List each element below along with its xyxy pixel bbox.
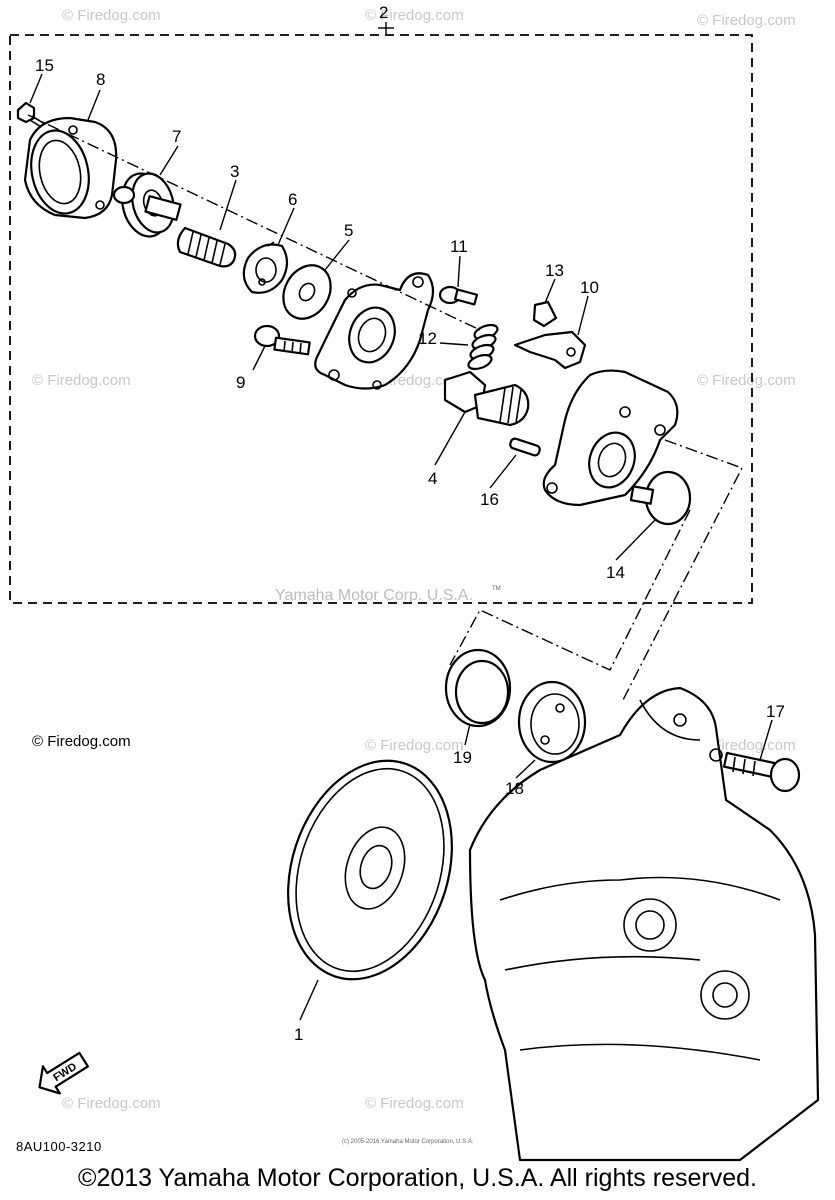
part-shaft-4 xyxy=(443,370,530,427)
watermark-tm: TM xyxy=(492,586,501,592)
part-bolt-17 xyxy=(722,751,801,793)
part-shaft-3 xyxy=(176,226,237,268)
callout-group: 2 15 8 7 3 6 5 11 13 10 12 9 4 16 14 19 … xyxy=(35,3,785,1044)
part-screw-11 xyxy=(438,285,479,306)
alignment-line xyxy=(449,509,691,671)
callout-15: 15 xyxy=(35,56,54,75)
watermark-site: © Firedog.com xyxy=(62,1095,161,1112)
watermark-site: © Firedog.com xyxy=(365,737,464,754)
diagram-code: 8AU100-3210 xyxy=(16,1139,102,1154)
callout-9: 9 xyxy=(236,373,245,392)
part-cover-8 xyxy=(23,116,118,220)
assembly-frame xyxy=(9,34,753,604)
fwd-arrow-icon: FWD xyxy=(38,1051,89,1095)
watermark-site: © Firedog.com xyxy=(62,7,161,24)
watermark-site: © Firedog.com xyxy=(365,1095,464,1112)
watermark-site-dark: © Firedog.com xyxy=(32,733,131,750)
part-pump-body xyxy=(542,369,679,507)
part-spring-12 xyxy=(467,323,499,371)
callout-18: 18 xyxy=(505,779,524,798)
part-collar-13 xyxy=(532,300,558,328)
callout-3: 3 xyxy=(230,162,239,181)
callout-16: 16 xyxy=(480,490,499,509)
part-engine-case xyxy=(468,686,820,1162)
callout-5: 5 xyxy=(344,221,353,240)
watermark-site: © Firedog.com xyxy=(697,372,796,389)
watermark-micro: (c) 2005-2016 Yamaha Motor Corporation, … xyxy=(342,1139,474,1145)
alignment-line xyxy=(27,114,481,331)
callout-13: 13 xyxy=(545,261,564,280)
copyright-notice: ©2013 Yamaha Motor Corporation, U.S.A. A… xyxy=(78,1164,757,1192)
part-bearing-18 xyxy=(517,680,587,764)
part-plate-6 xyxy=(242,241,289,294)
watermark-site: © Firedog.com xyxy=(365,7,464,24)
callout-2: 2 xyxy=(379,3,388,22)
part-pin-16 xyxy=(509,437,541,457)
callout-19: 19 xyxy=(453,748,472,767)
part-disc-1 xyxy=(287,759,453,981)
watermark-corp: Yamaha Motor Corp. U.S.A. xyxy=(275,587,473,604)
part-cap-14 xyxy=(629,470,692,526)
part-housing xyxy=(314,272,435,390)
watermark-site: © Firedog.com xyxy=(697,12,796,29)
part-rotor-7 xyxy=(112,172,182,238)
callout-4: 4 xyxy=(428,469,437,488)
alignment-line xyxy=(622,439,743,701)
watermark-site: © Firedog.com xyxy=(697,737,796,754)
part-washer-5 xyxy=(282,264,332,320)
callout-7: 7 xyxy=(172,127,181,146)
callout-10: 10 xyxy=(580,278,599,297)
callout-11: 11 xyxy=(450,237,468,256)
callout-14: 14 xyxy=(606,563,625,582)
callout-17: 17 xyxy=(766,702,785,721)
leader-lines xyxy=(29,73,773,1021)
part-lever-10 xyxy=(513,330,587,370)
callout-1: 1 xyxy=(294,1025,303,1044)
callout-12: 12 xyxy=(418,329,437,348)
part-bolt-9 xyxy=(253,324,311,356)
watermark-site: © Firedog.com xyxy=(32,372,131,389)
callout-6: 6 xyxy=(288,190,297,209)
callout-8: 8 xyxy=(96,70,105,89)
part-seal-19 xyxy=(444,648,512,728)
